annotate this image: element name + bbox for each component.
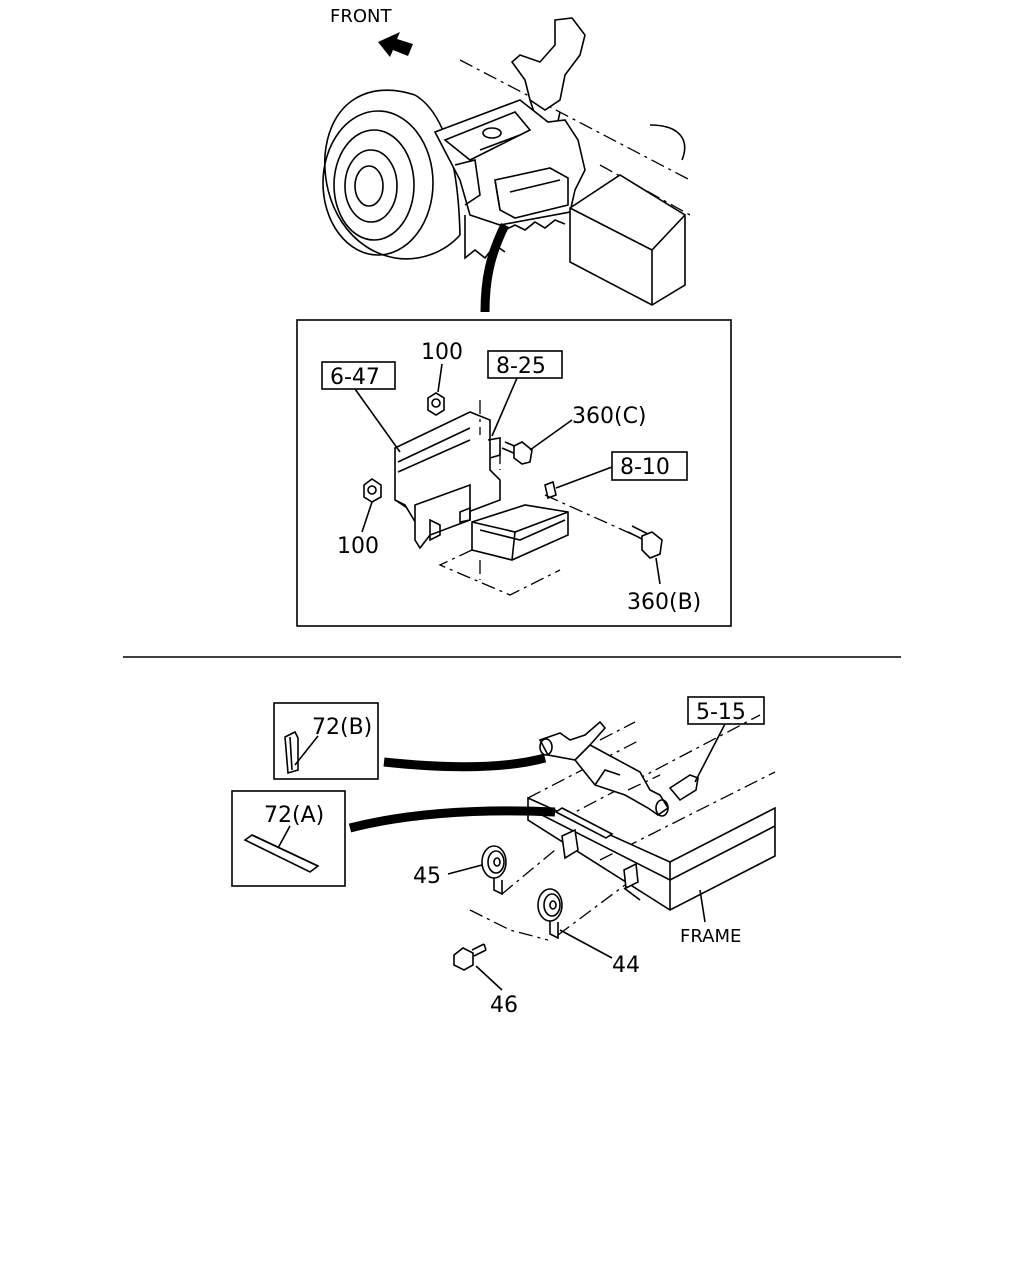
front-arrow-icon: [378, 32, 413, 57]
tape-72a-label: 72(A): [264, 803, 324, 828]
bolt-46-label: 46: [490, 993, 518, 1018]
horn-44-label: 44: [612, 953, 640, 978]
clip-72b-label: 72(B): [312, 715, 372, 740]
nut-100-bottom-label: 100: [337, 534, 379, 559]
ref-8-25-label: 8-25: [496, 354, 546, 379]
ref-8-10-label: 8-10: [620, 455, 670, 480]
wheel-icon: [322, 89, 461, 260]
detail-inset: 100 100 360(C) 360(B) 6-47: [296, 319, 732, 627]
nut-100-top: [427, 392, 445, 416]
horn-installation: FRAME 5-15 45: [231, 696, 776, 1018]
front-label: FRONT: [330, 6, 392, 27]
nut-100-top-label: 100: [421, 340, 463, 365]
horn-45-label: 45: [413, 864, 441, 889]
frame-rail: [527, 714, 776, 911]
bolt-360b: [627, 525, 663, 559]
bolt-360c-label: 360(C): [572, 404, 647, 429]
ref-5-15-label: 5-15: [696, 700, 746, 725]
battery-box: [569, 174, 686, 306]
ref-box-8-10: 8-10: [611, 451, 688, 481]
nut-100-bottom: [363, 478, 382, 503]
vehicle-overview: FRONT: [322, 6, 691, 313]
bolt-360b-label: 360(B): [627, 590, 701, 615]
ref-box-8-25: 8-25: [487, 350, 563, 379]
horn-45: [481, 845, 507, 896]
callout-72b: 72(B): [273, 702, 379, 780]
bracket-assembly: [433, 99, 586, 260]
ref-box-6-47: 6-47: [321, 361, 396, 390]
cross-member: [538, 720, 699, 817]
ref-6-47-label: 6-47: [330, 365, 380, 390]
ref-box-5-15: 5-15: [687, 696, 765, 725]
bolt-360c: [501, 441, 533, 465]
bolt-46: [453, 943, 487, 971]
relay-bracket: [394, 400, 646, 596]
horn-44: [537, 888, 563, 940]
callout-72a: 72(A): [231, 790, 346, 887]
frame-label: FRAME: [680, 926, 741, 947]
